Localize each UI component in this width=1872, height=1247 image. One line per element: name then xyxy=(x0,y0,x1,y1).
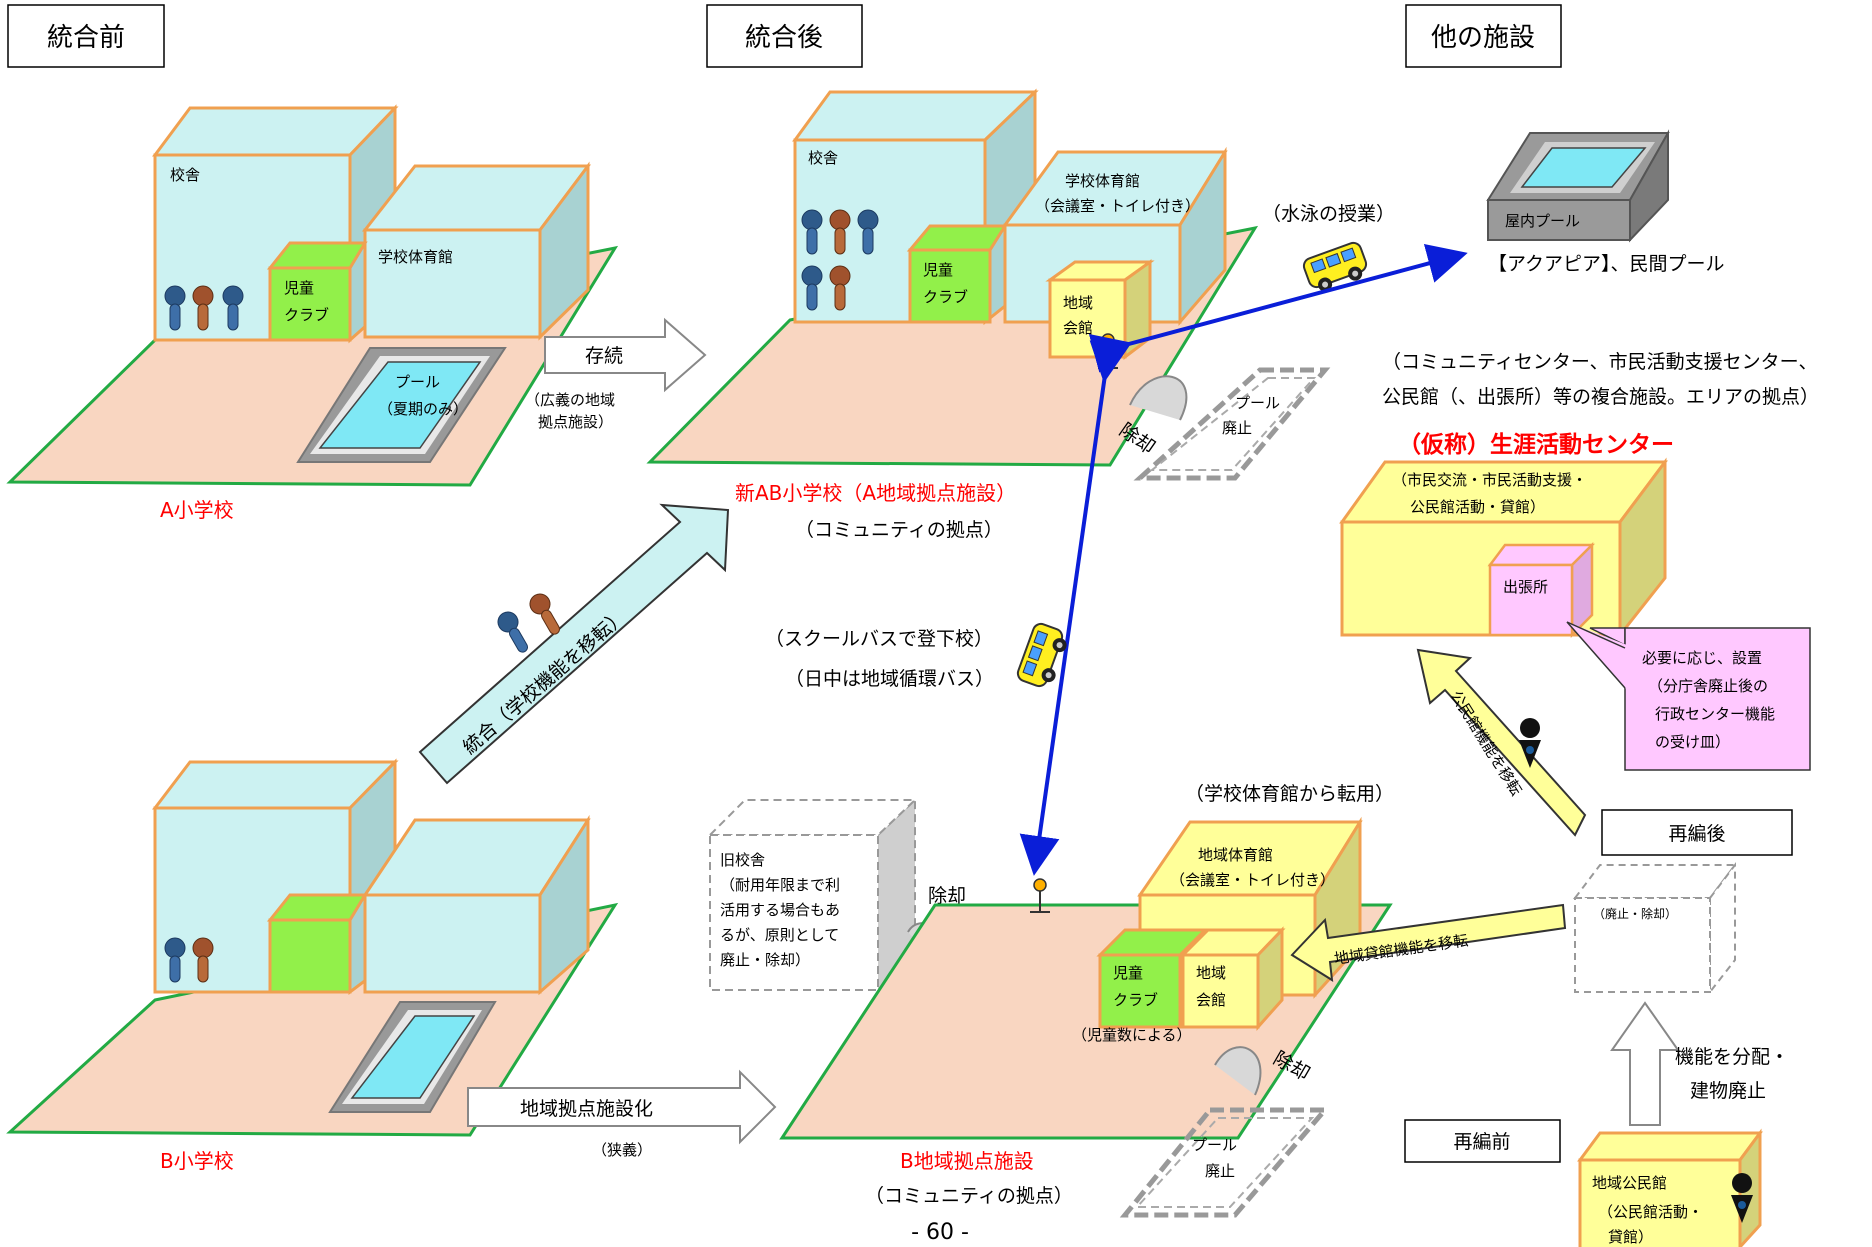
svg-text:旧校舎: 旧校舎 xyxy=(720,851,765,869)
before-reorg: 再編前 xyxy=(1404,1119,1561,1163)
svg-text:統合前: 統合前 xyxy=(47,23,125,53)
lifelong-center: 出張所 （仮称）生涯活動センター （市民交流・市民活動支援・ 公民館活動・貸館） xyxy=(1339,431,1674,640)
svg-text:建物廃止: 建物廃止 xyxy=(1690,1080,1766,1102)
bus-note-1: （スクールバスで登下校） xyxy=(765,628,993,650)
svg-text:屋内プール: 屋内プール xyxy=(1505,212,1580,230)
school-b: B小学校 xyxy=(6,758,619,1173)
svg-text:プール: プール xyxy=(1235,394,1280,412)
arrow-survive: 存続 （広義の地域 拠点施設） xyxy=(525,317,707,431)
header-other: 他の施設 xyxy=(1405,4,1562,68)
callout-branch: 必要に応じ、設置 （分庁舎廃止後の 行政センター機能 の受け皿） xyxy=(1566,621,1811,771)
ab-club-label-1: 児童 xyxy=(923,261,953,279)
arrow-distribute: 機能を分配・ 建物廃止 xyxy=(1610,1001,1789,1126)
svg-text:会館: 会館 xyxy=(1196,991,1226,1009)
indoor-pool: 屋内プール xyxy=(1486,129,1670,243)
complex-desc-1: （コミュニティセンター、市民活動支援センター、 xyxy=(1382,351,1817,373)
svg-text:存続: 存続 xyxy=(585,345,623,367)
svg-text:（広義の地域: （広義の地域 xyxy=(525,391,615,409)
svg-text:公民館活動・貸館）: 公民館活動・貸館） xyxy=(1410,498,1545,516)
header-after: 統合後 xyxy=(706,4,863,68)
swim-route-arrow xyxy=(1088,243,1468,373)
abolished-box: （廃止・除却） xyxy=(1572,862,1738,995)
b-base-name: B地域拠点施設 xyxy=(900,1149,1034,1173)
svg-text:地域: 地域 xyxy=(1196,964,1226,982)
svg-text:統合（学校機能を移転）: 統合（学校機能を移転） xyxy=(459,605,631,759)
pool-ext-label: 【アクアピア】、民間プール xyxy=(1488,253,1725,275)
arrow-kominkan-transfer: 公民館機能を移転 xyxy=(1416,648,1587,837)
local-kominkan: 地域公民館 （公民館活動・ 貸館） xyxy=(1577,1128,1763,1247)
svg-text:統合後: 統合後 xyxy=(745,23,823,53)
new-ab-name: 新AB小学校（A地域拠点施設） xyxy=(735,481,1016,505)
svg-text:再編前: 再編前 xyxy=(1453,1131,1510,1153)
ab-hall-label-1: 地域 xyxy=(1063,294,1093,312)
ab-hall-label-2: 会館 xyxy=(1063,319,1093,337)
arrow-base: 地域拠点施設化 （狭義） xyxy=(467,1069,777,1159)
arrow-integrate: 統合（学校機能を移転） xyxy=(418,503,730,785)
svg-text:地域体育館: 地域体育館 xyxy=(1198,846,1273,864)
svg-text:クラブ: クラブ xyxy=(1113,991,1158,1009)
svg-text:プール: プール xyxy=(1192,1136,1237,1154)
pool-abolished-top: プール 廃止 除却 xyxy=(1115,367,1331,481)
header-before: 統合前 xyxy=(7,4,165,68)
svg-text:（公民館活動・: （公民館活動・ xyxy=(1598,1203,1703,1221)
svg-text:活用する場合もあ: 活用する場合もあ xyxy=(720,901,840,919)
svg-text:（市民交流・市民活動支援・: （市民交流・市民活動支援・ xyxy=(1392,471,1587,489)
ab-gym-label-2: （会議室・トイレ付き） xyxy=(1035,197,1200,215)
swim-label: （水泳の授業） xyxy=(1262,203,1395,225)
svg-text:廃止: 廃止 xyxy=(1222,419,1252,437)
svg-text:（狭義）: （狭義） xyxy=(592,1141,652,1159)
after-reorg: 再編後 xyxy=(1601,809,1793,856)
a-pool-label-1: プール xyxy=(395,373,440,391)
a-kousha-label: 校舎 xyxy=(170,166,200,184)
svg-text:（会議室・トイレ付き）: （会議室・トイレ付き） xyxy=(1170,871,1335,889)
school-a: 校舎 学校体育館 児童 クラブ プール （夏期のみ） A小学校 xyxy=(6,104,619,522)
gym-convert-label: （学校体育館から転用） xyxy=(1185,783,1394,805)
b-base-sub: （コミュニティの拠点） xyxy=(865,1185,1073,1207)
ab-club-label-2: クラブ xyxy=(923,288,968,306)
svg-text:貸館）: 貸館） xyxy=(1608,1228,1653,1246)
svg-text:の受け皿）: の受け皿） xyxy=(1655,733,1730,751)
a-club-label-1: 児童 xyxy=(284,279,314,297)
a-club-label-2: クラブ xyxy=(284,306,329,324)
svg-text:他の施設: 他の施設 xyxy=(1431,23,1535,53)
svg-text:（分庁舎廃止後の: （分庁舎廃止後の xyxy=(1648,677,1768,695)
svg-text:廃止: 廃止 xyxy=(1205,1162,1235,1180)
svg-text:行政センター機能: 行政センター機能 xyxy=(1655,705,1775,723)
new-ab-sub: （コミュニティの拠点） xyxy=(795,519,1003,541)
svg-text:出張所: 出張所 xyxy=(1503,578,1548,596)
svg-text:必要に応じ、設置: 必要に応じ、設置 xyxy=(1642,649,1762,667)
svg-text:拠点施設）: 拠点施設） xyxy=(538,413,613,431)
school-b-name: B小学校 xyxy=(160,1149,234,1173)
svg-text:機能を分配・: 機能を分配・ xyxy=(1675,1046,1789,1068)
complex-desc-2: 公民館（、出張所）等の複合施設。エリアの拠点） xyxy=(1382,386,1819,408)
a-gym-label: 学校体育館 xyxy=(378,248,453,266)
svg-text:再編後: 再編後 xyxy=(1668,823,1725,845)
svg-text:児童: 児童 xyxy=(1113,964,1143,982)
center-name: （仮称）生涯活動センター xyxy=(1398,431,1674,458)
ab-gym-label-1: 学校体育館 xyxy=(1065,172,1140,190)
svg-text:（耐用年限まで利: （耐用年限まで利 xyxy=(720,876,840,894)
svg-text:廃止・除却）: 廃止・除却） xyxy=(720,951,810,969)
page-number: - 60 - xyxy=(911,1220,969,1245)
old-school: 旧校舎 （耐用年限まで利 活用する場合もあ るが、原則として 廃止・除却） 除却 xyxy=(707,797,966,993)
svg-text:（児童数による）: （児童数による） xyxy=(1072,1026,1192,1044)
school-a-name: A小学校 xyxy=(160,498,234,522)
svg-text:除却: 除却 xyxy=(928,885,966,907)
svg-text:るが、原則として: るが、原則として xyxy=(720,926,839,944)
a-pool-label-2: （夏期のみ） xyxy=(378,400,468,418)
svg-text:地域拠点施設化: 地域拠点施設化 xyxy=(520,1098,653,1120)
svg-text:地域公民館: 地域公民館 xyxy=(1592,1174,1667,1192)
svg-text:（廃止・除却）: （廃止・除却） xyxy=(1593,906,1677,921)
bus-route-arrow xyxy=(1019,340,1130,876)
school-new-ab: 校舎 学校体育館 （会議室・トイレ付き） 児童 クラブ 地域 会館 新AB小学校… xyxy=(646,88,1259,541)
bus-note-2: （日中は地域循環バス） xyxy=(785,668,994,690)
ab-kousha-label: 校舎 xyxy=(808,149,838,167)
